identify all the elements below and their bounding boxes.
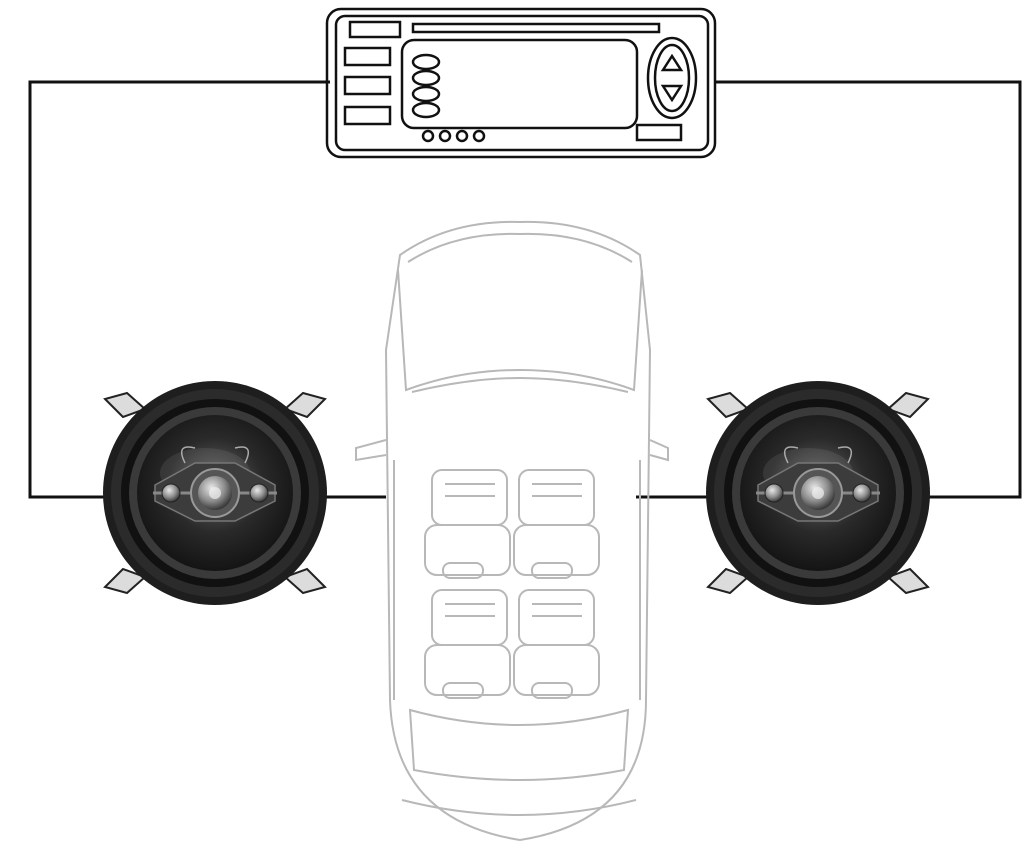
arrow-down-icon — [660, 84, 684, 103]
car-top-view — [355, 220, 669, 842]
speaker-right — [704, 379, 932, 607]
head-unit — [325, 7, 717, 159]
speaker-left — [101, 379, 329, 607]
arrow-up-icon — [660, 53, 684, 72]
